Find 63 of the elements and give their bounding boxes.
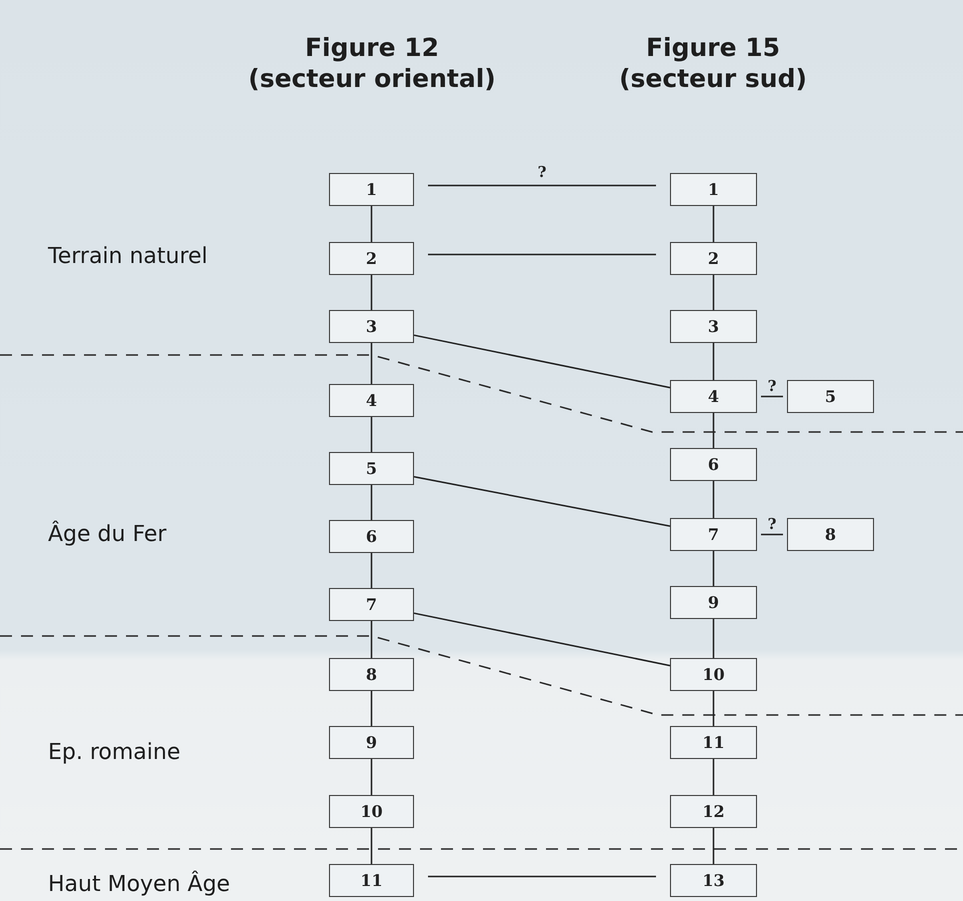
edge-label: ? [768,378,776,394]
layer-box: 9 [329,726,414,759]
connector-line [414,476,670,527]
layer-box: 11 [329,864,414,897]
layer-box: 7 [329,588,414,621]
connector-line [370,343,372,384]
layer-box: 10 [670,658,757,691]
connector-line [370,553,372,588]
layer-box: 3 [670,310,757,343]
connector-line [370,275,372,310]
connector-line [370,417,372,452]
layer-box: 5 [787,380,874,413]
layer-box: 13 [670,864,757,897]
connector-line [712,275,714,310]
layer-box: 7 [670,518,757,551]
column-heading: Figure 15 [644,33,782,63]
layer-box: 8 [329,658,414,691]
edge-label: ? [768,516,776,532]
layer-box: 2 [670,242,757,275]
connector-line [414,334,670,388]
connector-line [370,691,372,726]
layer-box: 1 [329,173,414,206]
connector-line [428,254,656,256]
layer-box: 6 [670,448,757,481]
connector-line [370,621,372,658]
connector-line [370,206,372,242]
connector-line [414,612,670,666]
layer-box: 9 [670,586,757,619]
connector-line [761,534,783,536]
layer-box: 12 [670,795,757,828]
connector-line [712,481,714,518]
connector-line [712,551,714,586]
connector-line [712,413,714,448]
period-label: Terrain naturel [48,244,208,269]
connector-line [761,396,783,398]
period-label: Haut Moyen Âge [48,872,230,897]
column-heading: Figure 12 [304,33,440,63]
layer-box: 5 [329,452,414,485]
layer-box: 3 [329,310,414,343]
connector-line [712,206,714,242]
period-label: Âge du Fer [48,522,166,547]
column-subheading: (secteur sud) [618,64,808,94]
column-subheading: (secteur oriental) [247,64,497,94]
layer-box: 8 [787,518,874,551]
layer-box: 4 [670,380,757,413]
connector-line [370,485,372,520]
layer-box: 1 [670,173,757,206]
connector-line [712,828,714,864]
connector-line [428,184,656,186]
layer-box: 11 [670,726,757,759]
layer-box: 10 [329,795,414,828]
layer-box: 6 [329,520,414,553]
edge-label: ? [538,164,546,180]
connector-line [712,619,714,658]
connector-line [712,691,714,726]
layer-box: 2 [329,242,414,275]
connector-line [370,828,372,864]
period-label: Ep. romaine [48,740,180,765]
connector-line [370,759,372,795]
connector-line [712,343,714,380]
connector-line [428,876,656,878]
connector-line [712,759,714,795]
layer-box: 4 [329,384,414,417]
